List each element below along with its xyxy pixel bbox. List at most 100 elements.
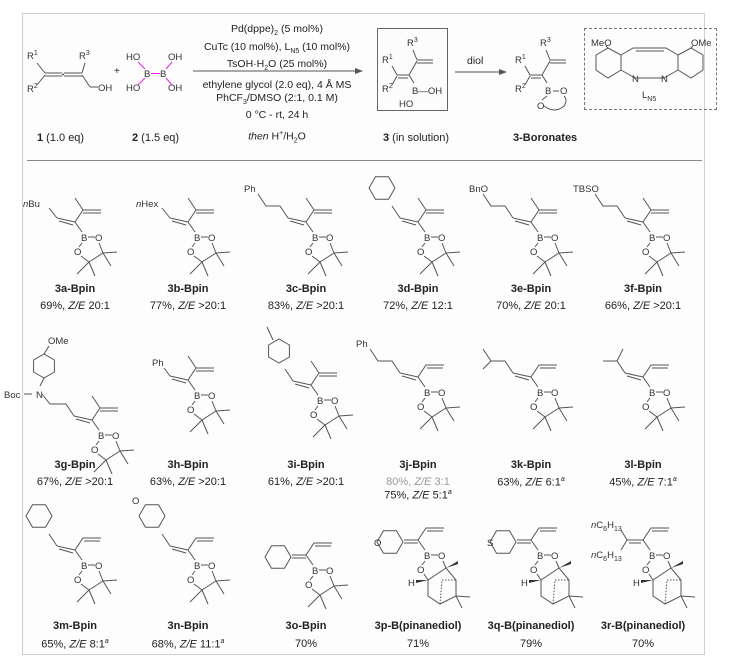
oxygen-label: O (305, 580, 312, 591)
substituent-label: nHex (136, 199, 158, 210)
boron-label: B (144, 69, 150, 80)
conditions-above: Pd(dppe)2 (5 mol%) CuTc (10 mol%), LN5 (… (192, 23, 362, 76)
ze-ratio: 20:1 (85, 300, 110, 312)
boc-label: Boc (4, 390, 21, 401)
boron-label: B (537, 388, 543, 399)
boron-label: B (194, 233, 200, 244)
ze-label: Z/E (179, 638, 197, 651)
reactant-2-label: 2 (1.5 eq) (132, 132, 180, 144)
boron-label: B (649, 233, 655, 244)
oxygen-label: O (208, 391, 215, 402)
compound-yield: 66%, Z/E >20:1 (604, 300, 682, 312)
boron-label: B (312, 233, 318, 244)
oxygen-label: O (642, 565, 649, 576)
oxygen-label: O (663, 551, 670, 562)
oxygen-label: O (663, 388, 670, 399)
condition-workup: then H+/H2O (248, 129, 306, 145)
hydrogen-label: H (521, 578, 528, 589)
r1-label: R1 (515, 54, 526, 66)
compound-name: 3h-Bpin (167, 459, 209, 471)
oxygen-label: O (530, 402, 537, 413)
reactant-1-label: 1 (1.0 eq) (37, 132, 85, 144)
oxygen-label: O (530, 565, 537, 576)
hydrogen-label: H (633, 578, 640, 589)
boron-label: B (649, 388, 655, 399)
oxygen-label: O (208, 561, 215, 572)
catalyst-pd: Pd(dppe)2 (5 mol%) (230, 23, 324, 38)
oxygen-label: O (374, 538, 381, 549)
ze-ratio: >20:1 (313, 300, 345, 312)
oxygen-label: O (551, 551, 558, 562)
oxygen-label: O (331, 396, 338, 407)
substituent-label: nBu (23, 199, 40, 210)
ze-label: Z/E (633, 300, 651, 312)
ze-label: Z/E (178, 476, 196, 488)
boronic-acid-label: B—OH (412, 86, 442, 97)
r3-label: R3 (79, 50, 90, 62)
ze-label: Z/E (637, 476, 655, 489)
r2-label: R2 (382, 83, 393, 95)
ze-label: Z/E (296, 476, 314, 488)
conditions-below: ethylene glycol (2.0 eq), 4 Å MS PhCF3/D… (192, 79, 362, 148)
ho-label: HO (126, 52, 140, 63)
ze-label: Z/E (525, 476, 543, 489)
oxygen-label: O (187, 247, 194, 258)
ze-ratio: 20:1 (541, 300, 566, 312)
footnote-marker: a (447, 489, 452, 496)
oxygen-label: O (417, 402, 424, 413)
compound-yield: 70%, Z/E 20:1 (496, 300, 566, 312)
sulfur-label: S (487, 538, 493, 549)
boron-label: B (545, 86, 551, 97)
r1-label: R1 (27, 50, 38, 62)
r2-label: R2 (515, 83, 526, 95)
oxygen-label: O (438, 551, 445, 562)
boron-label: B (649, 551, 655, 562)
boron-label: B (537, 233, 543, 244)
compound-name: 3g-Bpin (54, 459, 96, 471)
oxygen-label: O (551, 233, 558, 244)
ze-ratio: >20:1 (195, 476, 227, 488)
ze-label: Z/E (524, 300, 542, 312)
oxygen-label: O (417, 565, 424, 576)
ze-ratio: >20:1 (313, 476, 345, 488)
boron-label: B (317, 396, 323, 407)
oxygen-label: O (95, 233, 102, 244)
boron-label: B (160, 69, 166, 80)
ze-ratio: 12:1 (428, 300, 453, 312)
ze-ratio: >20:1 (650, 300, 682, 312)
catalyst-cu: CuTc (10 mol%), LN5 (10 mol%) (203, 40, 351, 55)
ze-ratio: >20:1 (82, 476, 114, 488)
ze-ratio: 6:1 (542, 476, 561, 489)
ze-label: Z/E (65, 476, 83, 488)
oxygen-label: O (663, 233, 670, 244)
oxygen-label: O (642, 402, 649, 413)
oxygen-label: O (560, 86, 567, 97)
r3-label: R3 (540, 37, 551, 49)
compound-yield: 79% (519, 638, 543, 650)
reaction-arrow-2 (455, 69, 507, 75)
oxygen-label: O (95, 561, 102, 572)
compound-name: 3r-B(pinanediol) (600, 620, 686, 632)
ze-label: Z/E (414, 476, 432, 488)
oxygen-label: O (208, 233, 215, 244)
oxygen-label: O (74, 247, 81, 258)
compound-yield: 63%, Z/E 6:1a (497, 476, 565, 489)
additive-acid: TsOH·H2O (25 mol%) (226, 58, 328, 73)
oxygen-label: O (91, 445, 98, 456)
oxygen-label: O (530, 247, 537, 258)
footnote-marker: a (672, 476, 677, 483)
ze-ratio: 5:1 (429, 489, 448, 502)
compound-name: 3e-Bpin (510, 283, 552, 295)
r1-label: R1 (382, 54, 393, 66)
compound-yield: 63%, Z/E >20:1 (149, 476, 227, 488)
compound-name: 3k-Bpin (510, 459, 552, 471)
r2-label: R2 (27, 83, 38, 95)
compound-yield: 83%, Z/E >20:1 (267, 300, 345, 312)
